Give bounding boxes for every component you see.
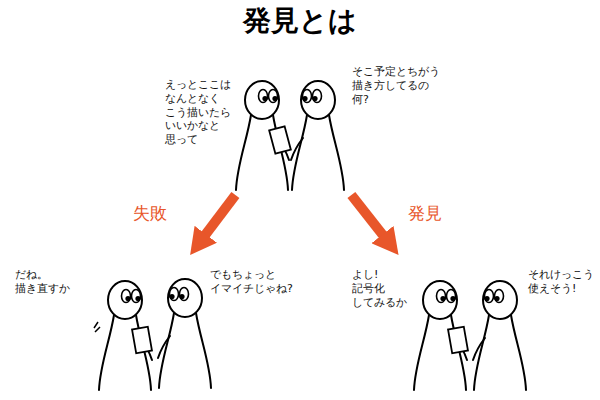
text-line: 描き直すか xyxy=(15,282,70,296)
text-line: えっとここは xyxy=(165,78,231,92)
text-slot: だね。 描き直すか xyxy=(15,268,70,296)
text-slot: よし! 記号化 してみるか xyxy=(352,268,407,309)
text-slot: それけっこう 使えそう! xyxy=(528,268,594,296)
text-line: 記号化 xyxy=(352,282,407,296)
text-line: 何? xyxy=(352,93,440,107)
scene-group: えっとここは なんとなく こう描いたら いいかなと 思って そこ予定とちがう 描き… xyxy=(160,60,450,195)
speech-text: えっとここは なんとなく こう描いたら いいかなと 思って xyxy=(165,78,231,147)
text-slot: でもちょっと イマイチじゃね? xyxy=(210,268,293,296)
label-slot: 失敗 xyxy=(133,203,167,223)
text-line: 失敗 xyxy=(133,203,167,223)
flow-arrow xyxy=(351,195,386,239)
speech-text: そこ予定とちがう 描き方してるの 何? xyxy=(352,65,440,106)
text-line: だね。 xyxy=(15,268,70,282)
text-line: 発見とは xyxy=(243,4,357,38)
text-line: 思って xyxy=(165,133,231,147)
stick-figure xyxy=(99,281,152,390)
text-line: いいかなと xyxy=(165,119,231,133)
text-slot: えっとここは なんとなく こう描いたら いいかなと 思って xyxy=(165,78,231,147)
text-line: 描き方してるの xyxy=(352,79,440,93)
paper-sheet xyxy=(448,327,468,353)
text-line: でもちょっと xyxy=(210,268,293,282)
stick-figure xyxy=(414,281,467,390)
title-slot: 発見とは xyxy=(0,4,600,38)
text-line: なんとなく xyxy=(165,92,231,106)
motion-marks xyxy=(94,322,100,332)
text-line: イマイチじゃね? xyxy=(210,282,293,296)
speech-text: よし! 記号化 してみるか xyxy=(352,268,407,309)
diagram-title: 発見とは xyxy=(243,4,357,38)
text-line: してみるか xyxy=(352,296,407,310)
label-slot: 発見 xyxy=(408,203,442,223)
edge-label: 失敗 xyxy=(133,203,167,223)
scene-group: だね。 描き直すか でもちょっと イマイチじゃね? xyxy=(5,255,299,398)
speech-text: だね。 描き直すか xyxy=(15,268,70,296)
text-line: こう描いたら xyxy=(165,106,231,120)
text-line: 発見 xyxy=(408,203,442,223)
flow-arrow xyxy=(202,195,235,239)
paper-sheet xyxy=(132,327,152,353)
text-line: そこ予定とちがう xyxy=(352,65,440,79)
stick-figure xyxy=(291,81,344,190)
speech-text: それけっこう 使えそう! xyxy=(528,268,594,296)
edge-label: 発見 xyxy=(408,203,442,223)
text-line: 使えそう! xyxy=(528,282,594,296)
stick-figure xyxy=(158,279,211,388)
scene-group: よし! 記号化 してみるか それけっこう 使えそう! xyxy=(345,255,600,398)
paper-sheet xyxy=(269,126,291,153)
text-line: それけっこう xyxy=(528,268,594,282)
text-slot: そこ予定とちがう 描き方してるの 何? xyxy=(352,65,440,106)
text-line: よし! xyxy=(352,268,407,282)
speech-text: でもちょっと イマイチじゃね? xyxy=(210,268,293,296)
stick-figure xyxy=(473,281,526,390)
